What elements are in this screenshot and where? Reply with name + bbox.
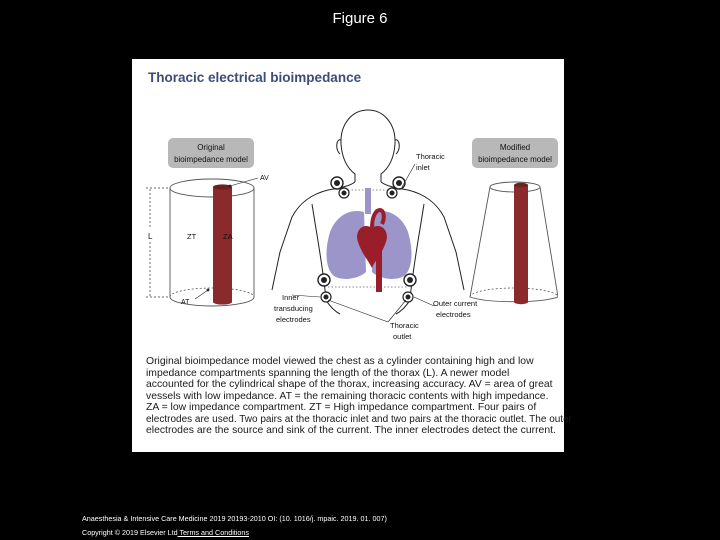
copyright-text: Copyright © 2019 Elsevier Ltd (82, 528, 178, 537)
original-cylinder (169, 178, 255, 307)
caption-line: impedance compartments spanning the leng… (146, 367, 510, 379)
at-leader-dot (206, 288, 210, 292)
original-model-line1: Original (197, 143, 225, 152)
label-ZT: ZT (187, 232, 197, 241)
figure-heading: Thoracic electrical bioimpedance (148, 70, 362, 85)
label-AV: AV (260, 175, 269, 182)
slide-title: Figure 6 (332, 10, 388, 27)
figure-caption: Original bioimpedance model viewed the c… (146, 356, 572, 437)
label-thoracic-inlet-2: inlet (416, 163, 431, 172)
label-thoracic-outlet-1: Thoracic (390, 321, 419, 330)
caption-line: vessels with low impedance. AT = the rem… (146, 390, 549, 402)
original-model-line2: bioimpedance model (174, 155, 248, 164)
heart (357, 207, 387, 292)
at-leader (194, 289, 209, 300)
caption-line: accounted for the cylindrical shape of t… (146, 379, 553, 390)
center-leaders (291, 163, 435, 323)
label-inner-electrodes-2: transducing (274, 304, 313, 313)
length-dimension (146, 187, 170, 298)
copyright-line: Copyright © 2019 Elsevier Ltd Terms and … (82, 528, 249, 537)
illustration-svg: Original bioimpedance model L ZT ZA AV (146, 109, 558, 341)
citation: Anaesthesia & Intensive Care Medicine 20… (82, 514, 387, 523)
trachea (365, 188, 371, 214)
label-AT: AT (181, 299, 190, 306)
modified-model-line1: Modified (500, 143, 530, 152)
left-lung (326, 210, 366, 279)
original-red-compartment (213, 184, 232, 305)
modified-model-label-box (472, 138, 558, 168)
label-outer-electrodes-1: Outer current (433, 299, 478, 308)
label-thoracic-inlet-1: Thoracic (416, 152, 445, 161)
modified-model-line2: bioimpedance model (478, 155, 552, 164)
caption-line: electrodes are used. Two pairs at the th… (146, 413, 572, 425)
caption-line: ZA = low impedance compartment. ZT = Hig… (146, 402, 537, 413)
caption-line: Original bioimpedance model viewed the c… (146, 356, 534, 367)
bioimpedance-illustration: Original bioimpedance model L ZT ZA AV (140, 92, 558, 350)
label-thoracic-outlet-2: outlet (393, 332, 412, 341)
terms-and-conditions-link[interactable]: Terms and Conditions (177, 528, 249, 537)
av-leader-dot (228, 184, 232, 188)
label-inner-electrodes-3: electrodes (276, 315, 311, 324)
modified-red-compartment (514, 182, 528, 305)
electrodes (317, 176, 417, 303)
label-inner-electrodes-1: Inner (282, 293, 300, 302)
label-ZA: ZA (223, 232, 233, 241)
label-outer-electrodes-2: electrodes (436, 310, 471, 319)
body-outline (271, 109, 465, 315)
av-leader (229, 177, 259, 187)
original-model-label-box (168, 138, 254, 168)
caption-line: electrodes are the source and sink of th… (146, 425, 556, 436)
label-L: L (148, 232, 153, 241)
